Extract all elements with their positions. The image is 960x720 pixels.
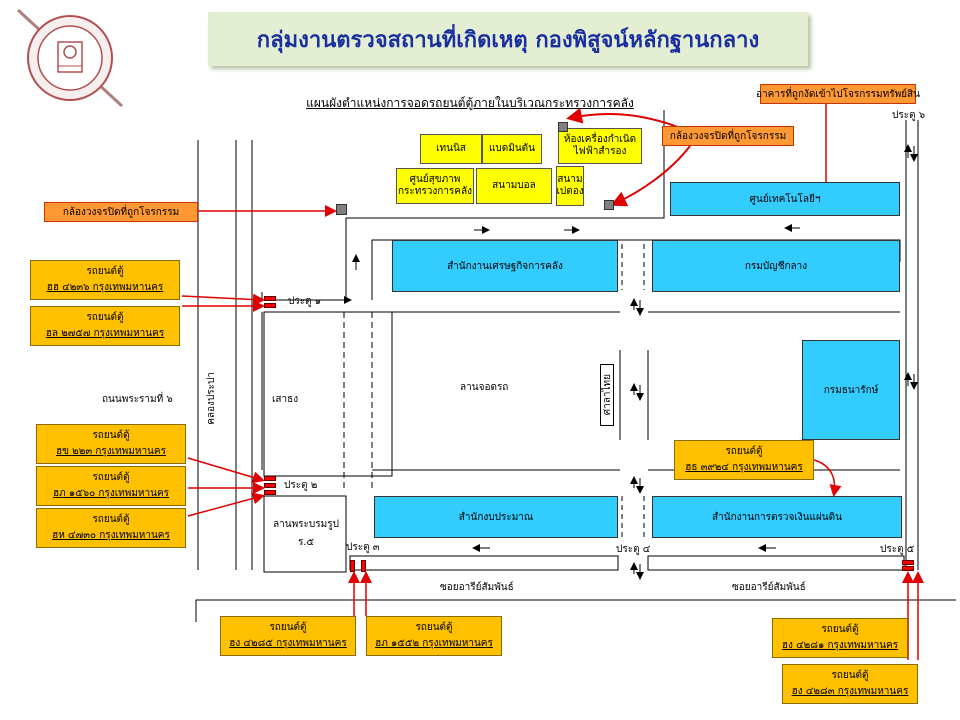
van-marker bbox=[264, 476, 276, 481]
facility-petanque: สนามเปตอง bbox=[556, 166, 584, 206]
van-marker bbox=[264, 490, 276, 495]
cctv-marker-top bbox=[558, 122, 568, 132]
building-budget: สำนักงบประมาณ bbox=[374, 496, 618, 538]
parking-label: ลานจอดรถ bbox=[460, 382, 509, 393]
facility-football: สนามบอล bbox=[476, 168, 552, 204]
canal-label-wrap: คลองประปา bbox=[204, 372, 219, 429]
facility-badminton: แบดมินตัน bbox=[482, 134, 542, 164]
van-marker bbox=[902, 566, 914, 571]
facility-tennis: เทนนิส bbox=[420, 134, 482, 164]
page-banner: กลุ่มงานตรวจสถานที่เกิดเหตุ กองพิสูจน์หล… bbox=[208, 12, 808, 66]
gate-5-label: ประตู ๕ bbox=[880, 544, 915, 555]
van-label: รถยนต์ตู้ฮง ๔๒๘๕ กรุงเทพมหานคร bbox=[220, 616, 356, 656]
van-marker bbox=[361, 560, 366, 572]
building-comptroller: กรมบัญชีกลาง bbox=[652, 240, 900, 292]
map-title: แผนผังตำแหน่งการจอดรถยนต์ตู้ภายในบริเวณก… bbox=[306, 96, 634, 110]
cctv-marker-left bbox=[336, 204, 347, 215]
building-tech-center: ศูนย์เทคโนโลยีฯ bbox=[670, 182, 900, 216]
building-audit: สำนักงานการตรวจเงินแผ่นดิน bbox=[652, 496, 902, 538]
van-label: รถยนต์ตู้ฮง ๔๒๘๓ กรุงเทพมหานคร bbox=[782, 664, 918, 704]
callout-burgled-building: อาคารที่ถูกงัดเข้าไปโจรกรรมทรัพย์สิน bbox=[756, 84, 920, 104]
building-fiscal-office: สำนักงานเศรษฐกิจการคลัง bbox=[392, 240, 618, 292]
gate-3-label: ประตู ๓ bbox=[346, 542, 380, 553]
van-marker bbox=[350, 560, 355, 572]
facility-power-room: ห้องเครื่องกำเนิดไฟฟ้าสำรอง bbox=[558, 128, 642, 164]
monument-label: ลานพระบรมรูป ร.๕ bbox=[273, 519, 339, 548]
facility-health-center: ศูนย์สุขภาพกระทรวงการคลัง bbox=[396, 168, 474, 204]
building-treasury: กรมธนารักษ์ bbox=[802, 340, 900, 440]
gate-2-label: ประตู ๒ bbox=[284, 480, 318, 491]
page-title: กลุ่มงานตรวจสถานที่เกิดเหตุ กองพิสูจน์หล… bbox=[256, 27, 760, 53]
van-label: รถยนต์ตู้ฮห ๔๗๓๐ กรุงเทพมหานคร bbox=[36, 508, 186, 548]
sala-thai-box: ศาลาไทย bbox=[600, 364, 614, 426]
soi-label-left: ซอยอารีย์สัมพันธ์ bbox=[440, 582, 514, 593]
van-label: รถยนต์ตู้ฮภ ๑๕๖๐ กรุงเทพมหานคร bbox=[36, 466, 186, 506]
gate-1-label: ประตู ๑ bbox=[288, 296, 322, 307]
callout-cctv-top: กล้องวงจรปิดที่ถูกโจรกรรม bbox=[662, 126, 794, 146]
forensic-seal-logo bbox=[16, 8, 124, 108]
van-label: รถยนต์ตู้ฮข ๒๒๓ กรุงเทพมหานคร bbox=[36, 424, 186, 464]
van-marker bbox=[902, 560, 914, 565]
gate-4-label: ประตู ๔ bbox=[616, 544, 651, 555]
rama6-road-label: ถนนพระรามที่ ๖ bbox=[102, 394, 173, 405]
van-label: รถยนต์ตู้ฮฮ ๔๒๓๖ กรุงเทพมหานคร bbox=[30, 260, 180, 300]
van-marker bbox=[264, 296, 276, 301]
cctv-marker-center bbox=[604, 200, 614, 210]
van-label: รถยนต์ตู้ฮธ ๓๙๒๔ กรุงเทพมหานคร bbox=[674, 440, 814, 480]
canal-label: คลองประปา bbox=[206, 372, 217, 425]
sala-label: ศาลาไทย bbox=[601, 374, 613, 416]
van-marker bbox=[264, 303, 276, 308]
van-label: รถยนต์ตู้ฮง ๔๒๘๑ กรุงเทพมหานคร bbox=[772, 618, 908, 658]
callout-cctv-left: กล้องวงจรปิดที่ถูกโจรกรรม bbox=[44, 202, 198, 222]
gate-6-label: ประตู ๖ bbox=[892, 110, 926, 121]
soi-label-right: ซอยอารีย์สัมพันธ์ bbox=[732, 582, 806, 593]
van-marker bbox=[264, 483, 276, 488]
van-label: รถยนต์ตู้ฮล ๒๗๕๗ กรุงเทพมหานคร bbox=[30, 306, 180, 346]
flagpole-label: เสาธง bbox=[272, 394, 299, 405]
van-label: รถยนต์ตู้ฮภ ๑๕๕๒ กรุงเทพมหานคร bbox=[366, 616, 502, 656]
